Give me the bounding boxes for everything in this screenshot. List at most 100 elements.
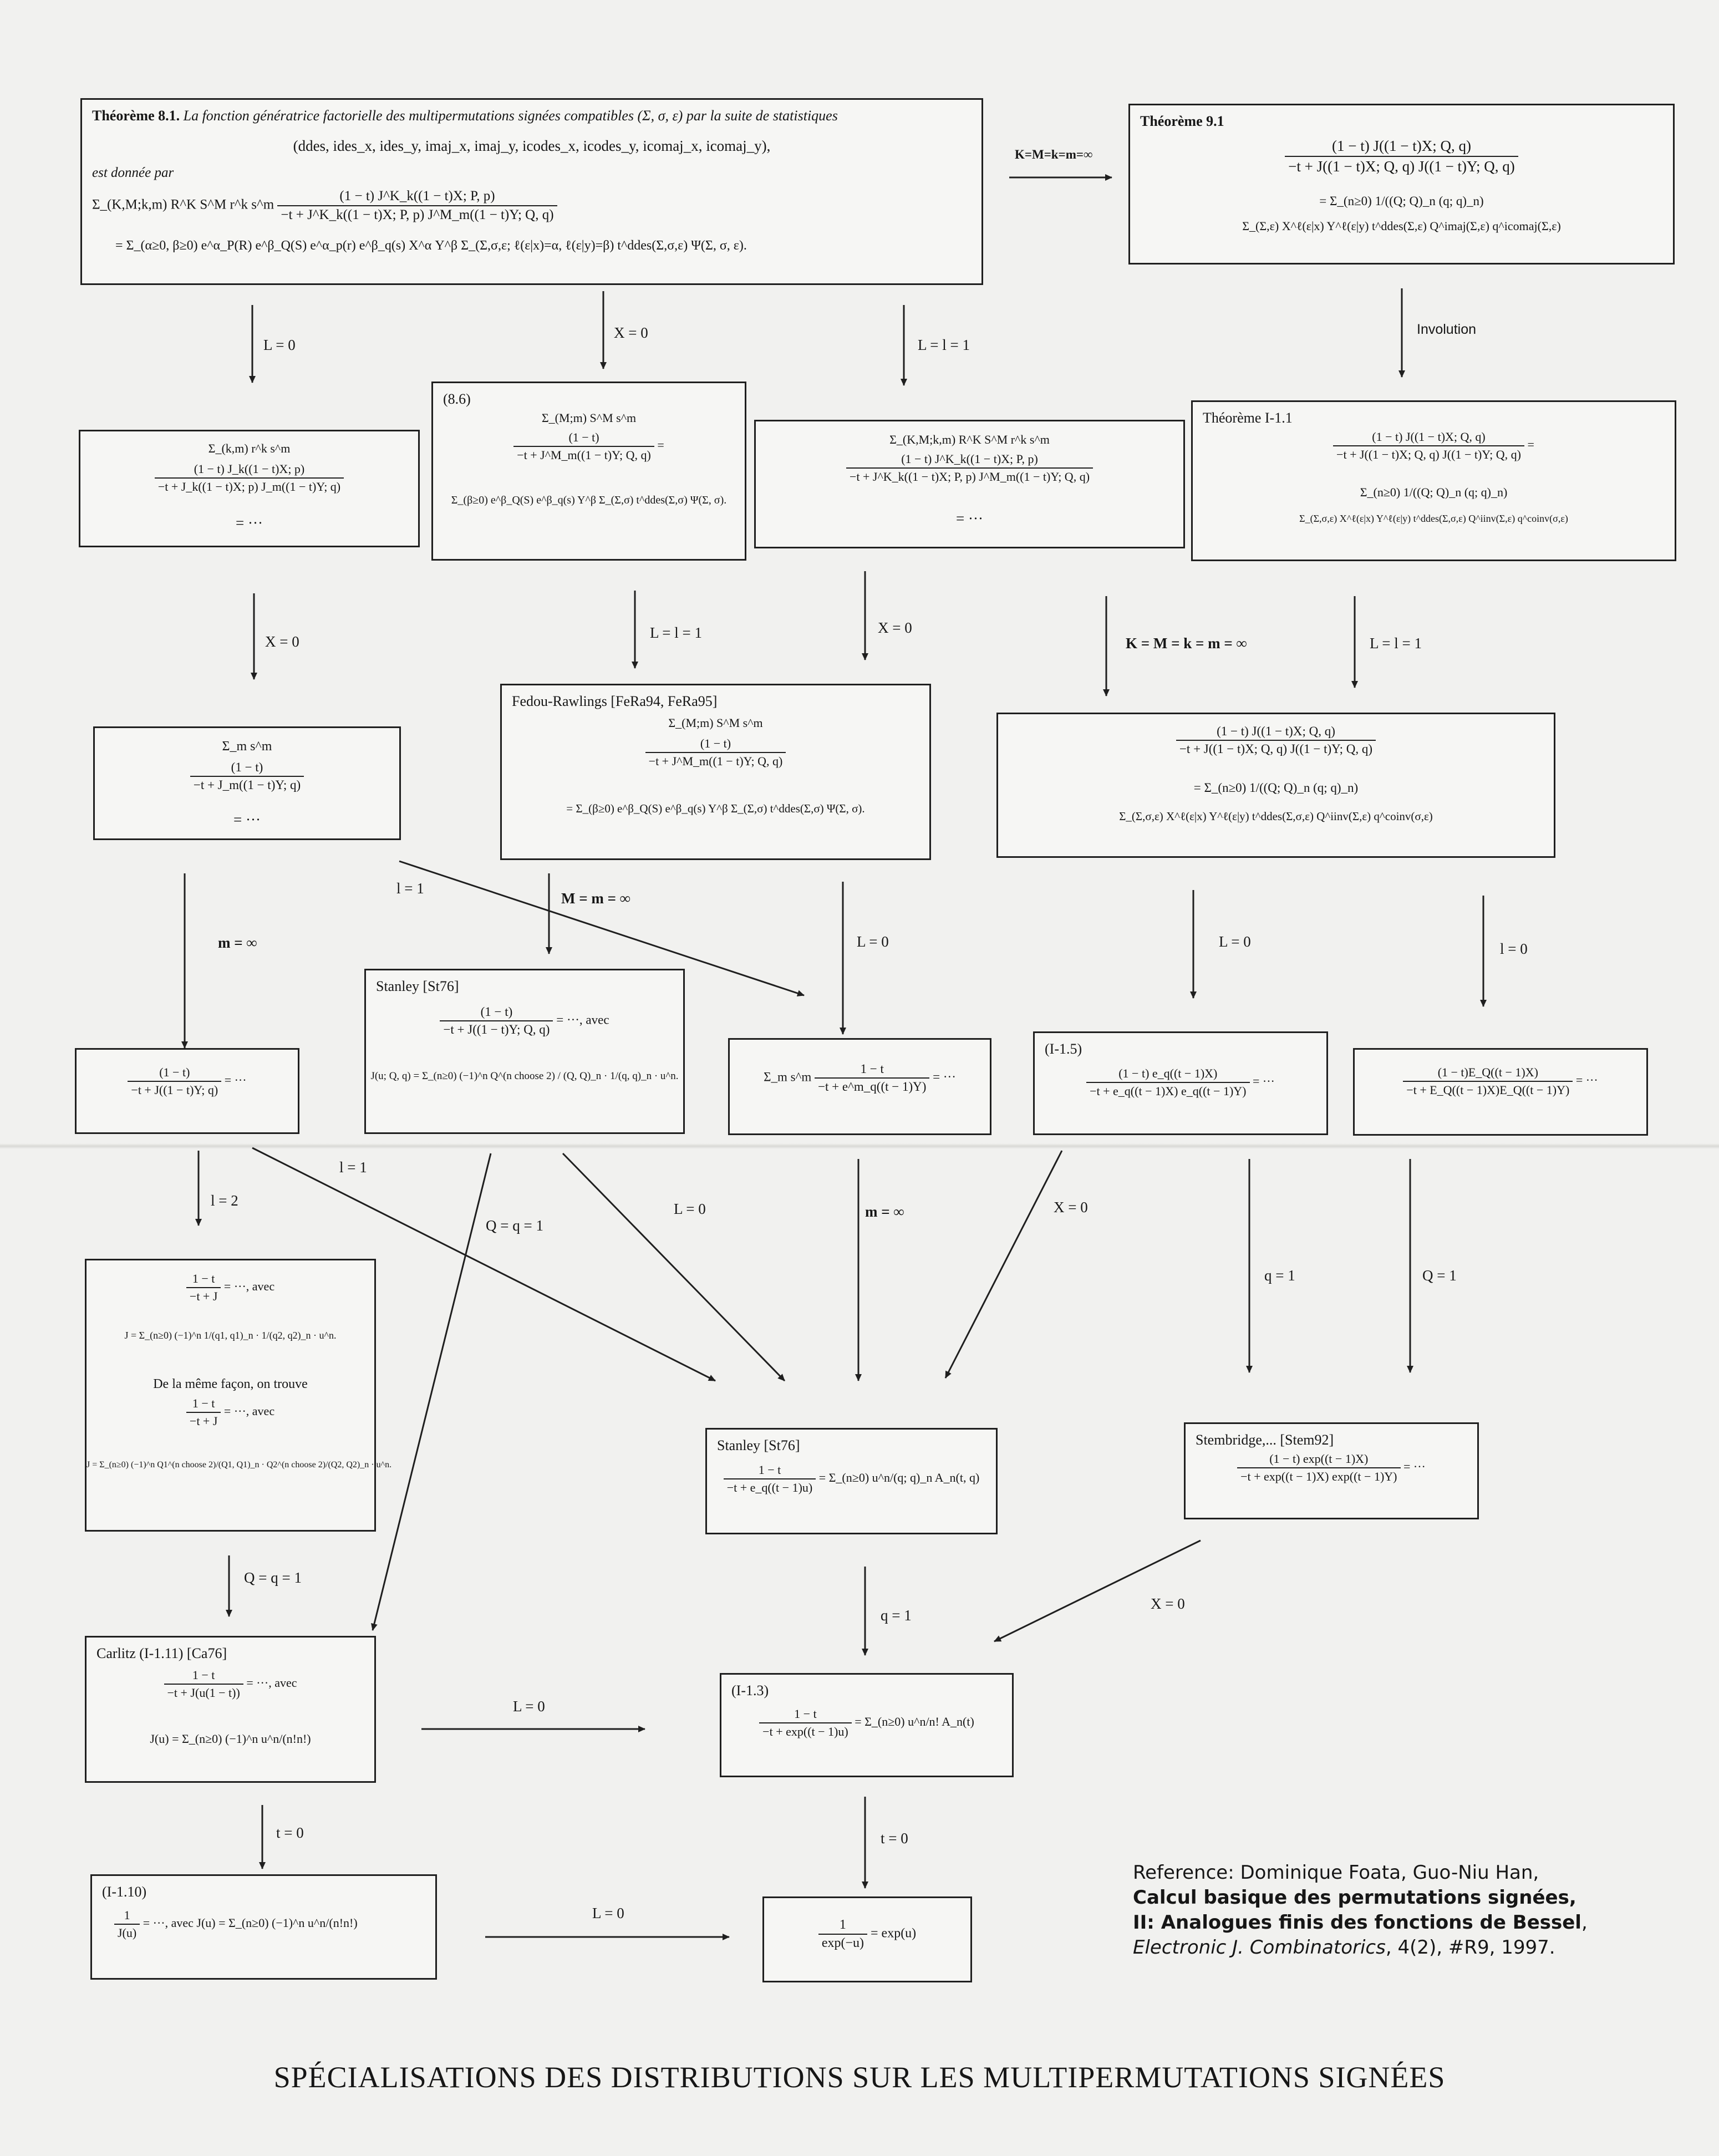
node-theorem-8-1: Théorème 8.1. La fonction génératrice fa… [80, 98, 983, 285]
node-eq-8-6: (8.6) Σ_(M;m) S^M s^m (1 − t)−t + J^M_m(… [431, 382, 746, 561]
numerator: 1 [818, 1918, 867, 1935]
edge-label-l0: l = 0 [1500, 940, 1528, 957]
numerator: (1 − t) e_q((t − 1)X) [1086, 1066, 1250, 1083]
reference-journal: Electronic J. Combinatorics [1133, 1936, 1386, 1959]
node-l2-series: 1 − t−t + J = ···, avec J = Σ_(n≥0) (−1)… [85, 1259, 392, 1532]
lhs: Σ_(M;m) S^M s^m [668, 716, 763, 730]
reference-block: Reference: Dominique Foata, Guo-Niu Han,… [1133, 1860, 1588, 1960]
numerator: (1 − t) [645, 736, 786, 753]
edge-label-q1: q = 1 [881, 1607, 912, 1624]
node-sm-series: Σ_m s^m 1 − t−t + e^m_q((t − 1)Y) = ··· [728, 1038, 991, 1135]
edge-label-Mm: M = m = ∞ [561, 890, 630, 907]
rest: = ··· [224, 1073, 247, 1087]
same-way-text: De la même façon, on trouve [153, 1377, 308, 1391]
rhs: Σ_(β≥0) e^β_Q(S) e^β_q(s) Y^β Σ_(Σ,σ) t^… [451, 494, 727, 506]
numerator: 1 − t [815, 1062, 930, 1079]
rest: = ··· [1575, 1073, 1598, 1087]
node-m-inf-series: (1 − t)−t + J((1 − t)Y; q) = ··· [75, 1048, 299, 1134]
denominator: −t + J_k((1 − t)X; p) J_m((1 − t)Y; q) [157, 480, 341, 494]
rest: = ···, avec [223, 1279, 275, 1294]
edge-label-t0: t = 0 [881, 1830, 908, 1847]
edge-label-L0: L = 0 [592, 1905, 624, 1921]
lhs: Σ_(K,M;k,m) R^K S^M r^k s^m [889, 433, 1050, 446]
rhs: = Σ_(n≥0) u^n/(q; q)_n A_n(t, q) [818, 1471, 980, 1485]
denominator: −t + e_q((t − 1)u) [726, 1481, 813, 1494]
node-title: Carlitz (I-1.11) [Ca76] [96, 1645, 227, 1661]
formula-numerator: (1 − t) J^K_k((1 − t)X; P, p) [277, 189, 557, 206]
arrow-stanley1-Qq1 [371, 1153, 492, 1631]
j-definition: J = Σ_(n≥0) (−1)^n 1/(q1, q1)_n · 1/(q2,… [124, 1330, 337, 1341]
arrow-bminf-to-stanley2 [252, 1147, 716, 1382]
formula-lhs: Σ_(K,M;k,m) R^K S^M r^k s^m [92, 197, 274, 212]
denominator: −t + e^m_q((t − 1)Y) [818, 1080, 927, 1094]
numerator: (1 − t)E_Q((t − 1)X) [1403, 1065, 1573, 1082]
edge-label-X0: X = 0 [878, 619, 912, 636]
node-title: Stanley [St76] [717, 1437, 800, 1453]
node-stanley-st76-b: Stanley [St76] 1 − t−t + e_q((t − 1)u) =… [705, 1428, 998, 1534]
node-EQ-series: (1 − t)E_Q((t − 1)X)−t + E_Q((t − 1)X)E_… [1353, 1048, 1648, 1136]
node-I-1-5: (I-1.5) (1 − t) e_q((t − 1)X)−t + e_q((t… [1033, 1031, 1328, 1135]
rhs: = Σ_(n≥0) u^n/n! A_n(t) [855, 1715, 974, 1729]
denominator: −t + exp((t − 1)X) exp((t − 1)Y) [1240, 1469, 1397, 1483]
node-stanley-st76-a: Stanley [St76] (1 − t)−t + J((1 − t)Y; Q… [364, 969, 685, 1134]
paper-fold [0, 1143, 1719, 1149]
formula-denominator: −t + J^K_k((1 − t)X; P, p) J^M_m((1 − t)… [281, 207, 554, 222]
denominator: −t + J((1 − t)X; Q, q) J((1 − t)Y; Q, q) [1179, 742, 1373, 756]
edge-label-t0: t = 0 [276, 1824, 304, 1841]
rest: = ··· [236, 515, 263, 531]
given-by-text: est donnée par [92, 165, 174, 180]
node-title: (I-1.10) [102, 1884, 147, 1900]
numerator: (1 − t) J((1 − t)X; Q, q) [1285, 138, 1518, 157]
reference-line-1: Reference: Dominique Foata, Guo-Niu Han, [1133, 1862, 1539, 1884]
denominator: −t + J(u(1 − t)) [167, 1686, 240, 1700]
rest: = ···, avec [556, 1013, 609, 1027]
statistics-list: (ddes, ides_x, ides_y, imaj_x, imaj_y, i… [293, 138, 771, 154]
numerator: 1 [114, 1908, 140, 1925]
j-definition: J = Σ_(n≥0) (−1)^n Q1^(n choose 2)/(Q1, … [87, 1460, 392, 1469]
arrow-stanley1-L0 [562, 1152, 786, 1382]
numerator: (1 − t) [128, 1065, 222, 1082]
denominator: exp(−u) [821, 1936, 864, 1950]
rhs-part-2: Σ_(Σ,σ,ε) X^ℓ(ε|x) Y^ℓ(ε|y) t^ddes(Σ,σ,ε… [1299, 513, 1568, 524]
node-title: Fedou-Rawlings [FeRa94, FeRa95] [512, 693, 718, 709]
node-theorem-9-1: Théorème 9.1 (1 − t) J((1 − t)X; Q, q)−t… [1128, 104, 1675, 265]
denominator: −t + J [189, 1414, 218, 1428]
formula-rhs: = Σ_(α≥0, β≥0) e^α_P(R) e^β_Q(S) e^α_p(r… [115, 238, 747, 253]
node-title: Théorème 9.1 [1140, 113, 1224, 129]
node-X0-series: Σ_m s^m (1 − t)−t + J_m((1 − t)Y; q) = ·… [93, 726, 401, 840]
node-title: (8.6) [443, 391, 471, 407]
lhs: Σ_m s^m [764, 1070, 812, 1084]
node-title-rest: La fonction génératrice factorielle des … [183, 108, 838, 124]
rest: = ··· [1403, 1460, 1426, 1474]
node-title: (I-1.5) [1045, 1041, 1082, 1057]
node-title: (I-1.3) [731, 1682, 769, 1699]
edge-label-minf: m = ∞ [865, 1203, 904, 1220]
edge-label-Ll1: L = l = 1 [650, 624, 702, 641]
rhs-part-2: Σ_(Σ,σ,ε) X^ℓ(ε|x) Y^ℓ(ε|y) t^ddes(Σ,σ,ε… [1119, 810, 1433, 823]
denominator: −t + J^M_m((1 − t)Y; Q, q) [517, 448, 651, 462]
equals: = [1527, 438, 1534, 452]
node-title: Théorème 8.1. [92, 108, 180, 124]
equals: = [657, 438, 664, 452]
numerator: (1 − t) J_k((1 − t)X; p) [154, 462, 344, 479]
rest: = ··· [233, 811, 261, 828]
edge-label-Ll1: L = l = 1 [918, 337, 970, 353]
edge-label-Q1: Q = 1 [1422, 1267, 1457, 1284]
reference-comma: , [1581, 1911, 1588, 1934]
edge-label-q1: q = 1 [1264, 1267, 1295, 1284]
edge-label-l1: l = 1 [339, 1159, 367, 1176]
arrow-i15-X0 [944, 1150, 1063, 1379]
edge-label-L0: L = 0 [1219, 933, 1251, 950]
node-stembridge: Stembridge,... [Stem92] (1 − t) exp((t −… [1184, 1422, 1479, 1519]
rhs-part-1: = Σ_(n≥0) 1/((Q; Q)_n (q; q)_n) [1193, 781, 1359, 795]
rhs-part-1: Σ_(n≥0) 1/((Q; Q)_n (q; q)_n) [1360, 485, 1508, 499]
edge-label-l2: l = 2 [211, 1192, 238, 1209]
rest: = ···, avec [246, 1676, 297, 1690]
numerator: 1 − t [164, 1668, 243, 1685]
node-I-1-3: (I-1.3) 1 − t−t + exp((t − 1)u) = Σ_(n≥0… [720, 1673, 1014, 1777]
node-theorem-I-1-1: Théorème I-1.1 (1 − t) J((1 − t)X; Q, q)… [1191, 400, 1676, 561]
page-caption: SPÉCIALISATIONS DES DISTRIBUTIONS SUR LE… [273, 2061, 1446, 2094]
arrow-bX0-to-bSm [399, 860, 805, 996]
